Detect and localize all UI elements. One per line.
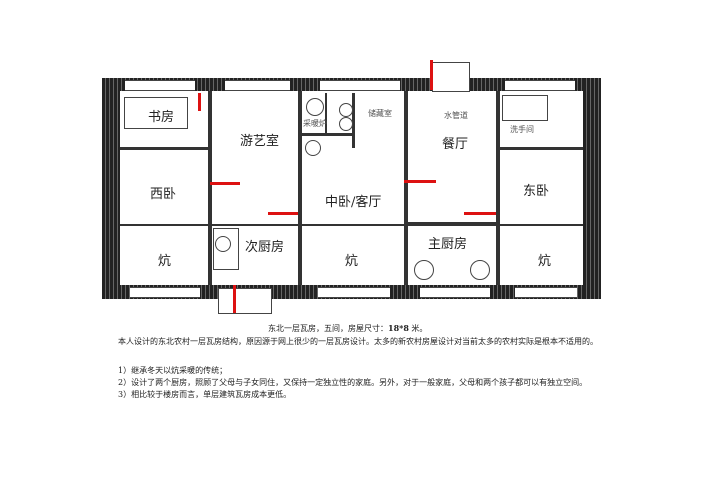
room-heater: 采暖炉	[303, 119, 327, 128]
caption-size: 18*8	[388, 323, 409, 333]
door	[464, 212, 496, 215]
bathtub	[124, 97, 188, 129]
intro-paragraph: 本人设计的东北农村一层瓦房结构，原因源于网上很少的一层瓦房设计。太多的新农村房屋…	[118, 337, 598, 346]
window	[225, 80, 290, 91]
room-east-bedroom: 东卧	[523, 184, 550, 199]
interior-wall	[500, 147, 583, 150]
door	[198, 93, 201, 111]
sink	[502, 95, 548, 121]
interior-wall	[352, 93, 355, 148]
interior-wall	[120, 224, 583, 226]
storage-fixture	[339, 103, 353, 117]
caption-suffix: 米。	[408, 324, 428, 333]
room-secondary-kitchen: 次厨房	[245, 240, 285, 255]
stove-burner	[215, 236, 231, 252]
door	[404, 180, 436, 183]
room-dining: 餐厅	[442, 137, 469, 152]
window	[515, 287, 577, 298]
floor-plan: 书房 游艺室 采暖炉 储藏室 水管道 餐厅 洗手间 西卧 中卧/客厅 东卧 炕 …	[102, 60, 601, 314]
room-kang-east: 炕	[538, 254, 552, 269]
interior-wall	[404, 91, 408, 285]
point-2: 2）设计了两个厨房，照顾了父母与子女同住，又保持一定独立性的家庭。另外，对于一般…	[118, 378, 588, 387]
entrance-door	[432, 62, 470, 92]
door	[430, 60, 433, 90]
room-game-room: 游艺室	[240, 134, 280, 149]
room-middle-bedroom: 中卧/客厅	[325, 195, 382, 210]
back-door	[218, 288, 272, 314]
stove-burner	[414, 260, 434, 280]
window	[318, 287, 390, 298]
point-3: 3）相比较于楼房而言，单层建筑瓦房成本更低。	[118, 390, 292, 399]
window	[420, 287, 490, 298]
door	[233, 285, 236, 313]
room-storage: 储藏室	[368, 109, 392, 118]
interior-wall	[120, 147, 208, 150]
interior-wall	[298, 91, 302, 285]
heater-fixture	[306, 98, 324, 116]
room-kang-middle: 炕	[345, 254, 359, 269]
window	[505, 80, 575, 91]
interior-wall	[408, 222, 496, 225]
door	[268, 212, 298, 215]
interior-wall	[325, 93, 327, 135]
door	[210, 182, 240, 185]
room-west-bedroom: 西卧	[150, 187, 177, 202]
window	[130, 287, 200, 298]
room-study: 书房	[148, 110, 175, 125]
interior-wall	[208, 91, 212, 285]
window	[125, 80, 195, 91]
storage-fixture	[339, 117, 353, 131]
label-water-pipe: 水管道	[444, 111, 468, 120]
interior-wall	[496, 91, 500, 285]
window	[320, 80, 400, 91]
room-kang-west: 炕	[158, 254, 172, 269]
interior-wall	[300, 133, 355, 136]
room-main-kitchen: 主厨房	[428, 237, 468, 252]
point-1: 1）继承冬天以炕采暖的传统；	[118, 366, 228, 375]
wall-left	[102, 78, 120, 299]
caption-prefix: 东北一层瓦房，五间，房屋尺寸：	[268, 324, 388, 333]
toilet	[305, 140, 321, 156]
stove-burner	[470, 260, 490, 280]
wall-right	[583, 78, 601, 299]
room-washroom: 洗手间	[510, 125, 534, 134]
plan-caption: 东北一层瓦房，五间，房屋尺寸：18*8 米。	[268, 323, 427, 334]
